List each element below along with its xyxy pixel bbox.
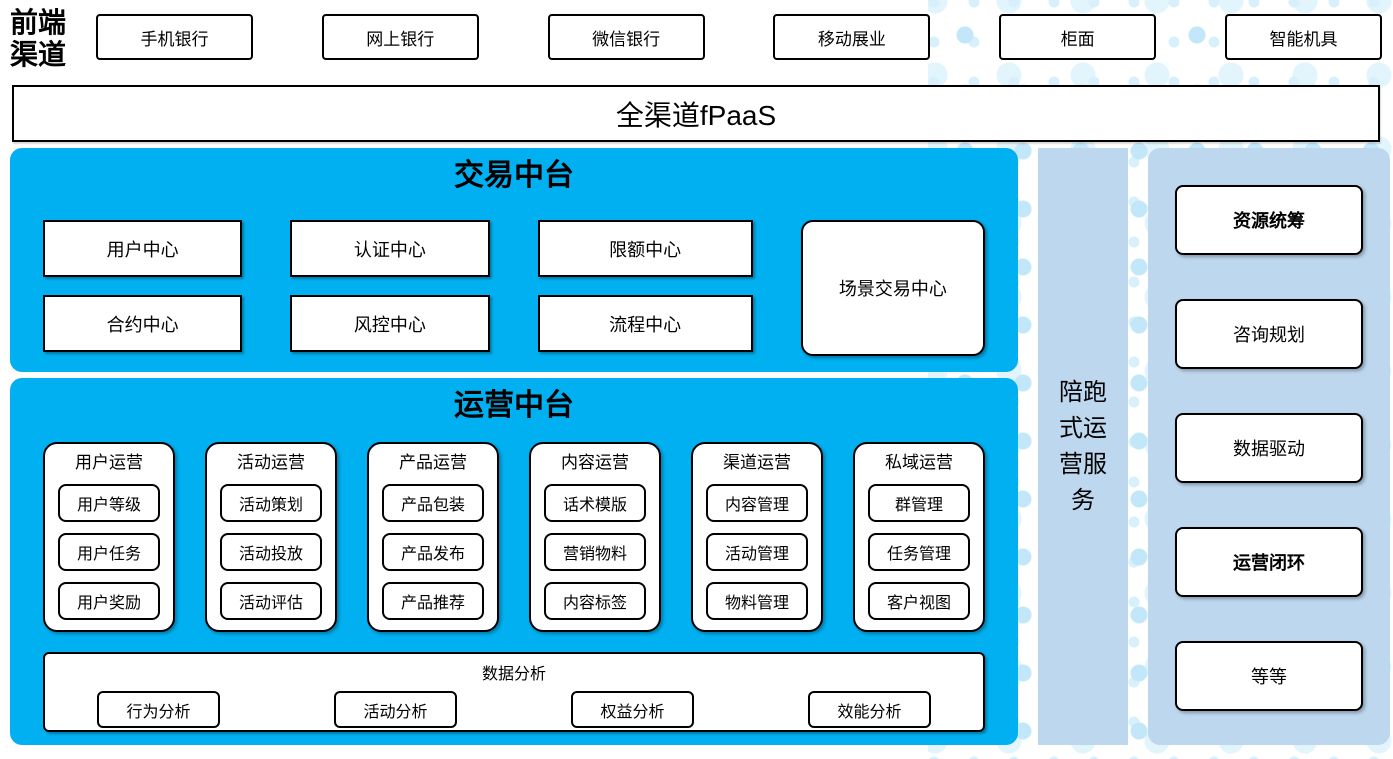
ops-item: 营销物料 <box>544 533 646 572</box>
ops-platform-title: 运营中台 <box>454 389 574 422</box>
ops-group-private-domain: 私域运营 群管理 任务管理 客户视图 <box>853 442 985 632</box>
data-analysis-box: 数据分析 行为分析 活动分析 权益分析 效能分析 <box>43 652 985 732</box>
ops-item: 活动管理 <box>706 533 808 572</box>
channel-box-smart-devices: 智能机具 <box>1224 14 1382 60</box>
analysis-item-efficiency: 效能分析 <box>808 691 931 728</box>
ops-item: 物料管理 <box>706 582 808 621</box>
ops-item: 用户等级 <box>58 484 160 523</box>
analysis-item-benefit: 权益分析 <box>571 691 694 728</box>
trade-platform-content: 用户中心 合约中心 认证中心 风控中心 限额中心 流程中心 场景交易中心 <box>43 220 985 356</box>
ops-group-title: 用户运营 <box>75 453 143 472</box>
companion-service-bar: 陪跑式运营服务 <box>1038 148 1128 745</box>
ops-group-activity: 活动运营 活动策划 活动投放 活动评估 <box>205 442 337 632</box>
trade-center-column-3: 限额中心 流程中心 <box>537 220 753 352</box>
channel-box-wechat-banking: 微信银行 <box>547 14 705 60</box>
ops-group-channel: 渠道运营 内容管理 活动管理 物料管理 <box>691 442 823 632</box>
trade-platform-title: 交易中台 <box>454 159 574 192</box>
ops-item: 活动投放 <box>220 533 322 572</box>
ops-group-title: 产品运营 <box>399 453 467 472</box>
center-box-authentication: 认证中心 <box>290 220 490 277</box>
channel-box-counter: 柜面 <box>999 14 1157 60</box>
analysis-item-activity: 活动分析 <box>334 691 457 728</box>
ops-item: 活动策划 <box>220 484 322 523</box>
trade-platform-section: 交易中台 用户中心 合约中心 认证中心 风控中心 限额中心 流程中心 场景交易中… <box>10 148 1018 372</box>
ops-item: 群管理 <box>868 484 970 523</box>
ops-group-user: 用户运营 用户等级 用户任务 用户奖励 <box>43 442 175 632</box>
analysis-item-behavior: 行为分析 <box>97 691 220 728</box>
ops-group-title: 私域运营 <box>885 453 953 472</box>
center-box-contract: 合约中心 <box>43 295 243 352</box>
ops-item: 任务管理 <box>868 533 970 572</box>
ops-group-title: 内容运营 <box>561 453 629 472</box>
service-box-consulting: 咨询规划 <box>1175 299 1363 369</box>
ops-item: 内容标签 <box>544 582 646 621</box>
service-panel: 资源统筹 咨询规划 数据驱动 运营闭环 等等 <box>1148 148 1390 745</box>
service-box-ops-loop: 运营闭环 <box>1175 527 1363 597</box>
ops-item: 话术模版 <box>544 484 646 523</box>
front-channel-row: 前端渠道 手机银行 网上银行 微信银行 移动展业 柜面 智能机具 <box>10 8 1382 74</box>
front-channel-label: 前端渠道 <box>10 8 67 72</box>
ops-group-title: 活动运营 <box>237 453 305 472</box>
ops-item: 产品发布 <box>382 533 484 572</box>
center-box-user: 用户中心 <box>43 220 243 277</box>
ops-item: 活动评估 <box>220 582 322 621</box>
ops-item: 用户奖励 <box>58 582 160 621</box>
center-box-process: 流程中心 <box>537 295 753 352</box>
trade-center-column-2: 认证中心 风控中心 <box>290 220 490 352</box>
center-box-limit: 限额中心 <box>537 220 753 277</box>
ops-group-title: 渠道运营 <box>723 453 791 472</box>
ops-item: 产品包装 <box>382 484 484 523</box>
center-box-risk-control: 风控中心 <box>290 295 490 352</box>
channel-box-mobile-marketing: 移动展业 <box>773 14 931 60</box>
channel-box-mobile-banking: 手机银行 <box>96 14 253 60</box>
data-analysis-title: 数据分析 <box>481 666 546 683</box>
fpaas-bar: 全渠道fPaaS <box>12 85 1380 142</box>
companion-service-label: 陪跑式运营服务 <box>1059 378 1107 514</box>
channel-box-online-banking: 网上银行 <box>321 14 479 60</box>
service-box-etc: 等等 <box>1175 641 1363 711</box>
ops-item: 客户视图 <box>868 582 970 621</box>
ops-group-product: 产品运营 产品包装 产品发布 产品推荐 <box>367 442 499 632</box>
front-channel-boxes: 手机银行 网上银行 微信银行 移动展业 柜面 智能机具 <box>96 8 1382 74</box>
ops-platform-section: 运营中台 用户运营 用户等级 用户任务 用户奖励 活动运营 活动策划 活动投放 … <box>10 378 1018 745</box>
ops-item: 产品推荐 <box>382 582 484 621</box>
ops-group-row: 用户运营 用户等级 用户任务 用户奖励 活动运营 活动策划 活动投放 活动评估 … <box>43 442 985 632</box>
ops-item: 用户任务 <box>58 533 160 572</box>
service-box-data-driven: 数据驱动 <box>1175 413 1363 483</box>
ops-item: 内容管理 <box>706 484 808 523</box>
service-box-resource-planning: 资源统筹 <box>1175 185 1363 255</box>
trade-center-column-1: 用户中心 合约中心 <box>43 220 243 352</box>
scene-trade-center-box: 场景交易中心 <box>800 220 985 356</box>
data-analysis-items: 行为分析 活动分析 权益分析 效能分析 <box>45 684 983 728</box>
ops-group-content: 内容运营 话术模版 营销物料 内容标签 <box>529 442 661 632</box>
